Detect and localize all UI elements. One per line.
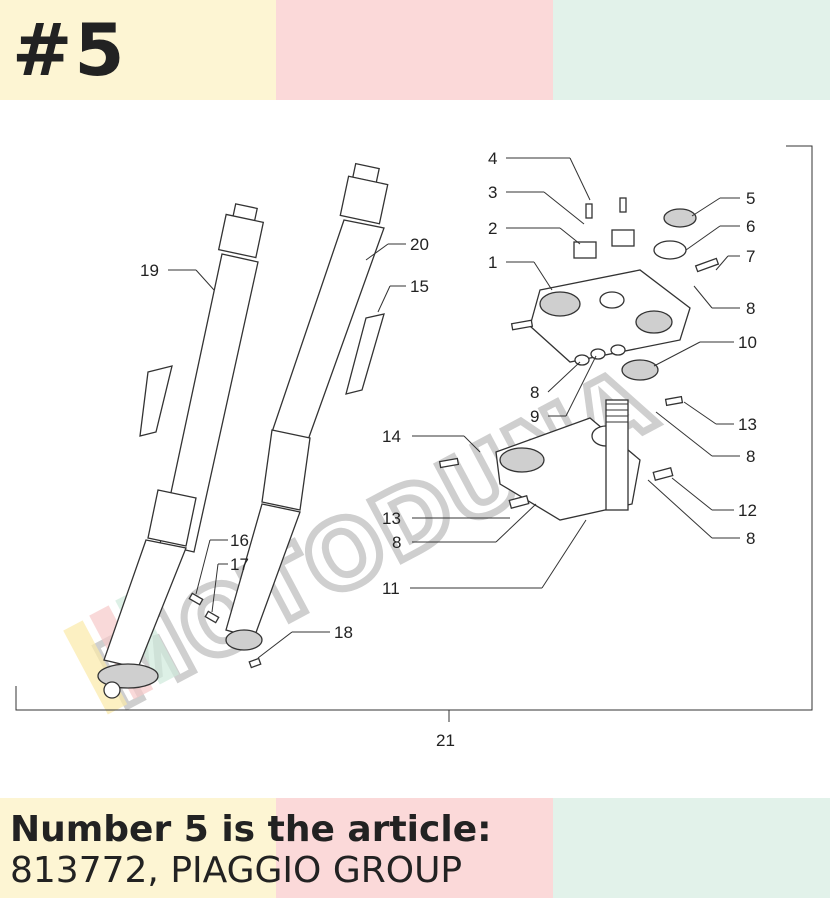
callout-label: 8 — [530, 383, 539, 402]
callout-label: 8 — [746, 299, 755, 318]
header-band: #5 — [0, 0, 830, 100]
callout-label: 19 — [140, 261, 159, 280]
caption-band-yellow — [0, 798, 276, 898]
callout-label: 3 — [488, 183, 497, 202]
callout-label: 5 — [746, 189, 755, 208]
callout-label: 13 — [382, 509, 401, 528]
leader-lines — [168, 157, 740, 659]
callout-label: 14 — [382, 427, 401, 446]
assembly-bracket — [15, 145, 813, 722]
caption-title: Number 5 is the article: — [10, 809, 492, 850]
fork-leg-left — [97, 203, 265, 699]
part-number-badge: #5 — [12, 8, 127, 92]
caption-band — [0, 798, 830, 898]
callout-label: 9 — [530, 407, 539, 426]
caption-band-pink — [276, 798, 553, 898]
callout-label: 15 — [410, 277, 429, 296]
sticker-right — [345, 313, 385, 395]
fork-leg-right — [225, 162, 389, 651]
callout-label: 18 — [334, 623, 353, 642]
header-band-yellow — [0, 0, 276, 100]
callout-label: 20 — [410, 235, 429, 254]
lower-triple-clamp — [438, 319, 684, 521]
callout-label: 4 — [488, 149, 497, 168]
sticker-left — [139, 365, 173, 437]
callout-label: 1 — [488, 253, 497, 272]
callout-label: 8 — [746, 529, 755, 548]
caption-band-mint — [553, 798, 830, 898]
callout-label: 8 — [392, 533, 401, 552]
header-band-mint — [553, 0, 830, 100]
bearing-ring — [621, 359, 659, 381]
callout-label: 12 — [738, 501, 757, 520]
callout-label: 6 — [746, 217, 755, 236]
small-fasteners — [188, 592, 262, 669]
callout-label: 17 — [230, 555, 249, 574]
exploded-parts-diagram: MOTODUNA — [15, 145, 813, 750]
upper-triple-clamp — [529, 197, 691, 363]
header-band-pink — [276, 0, 553, 100]
callout-label: 2 — [488, 219, 497, 238]
callout-label: 16 — [230, 531, 249, 550]
callout-label: 21 — [436, 731, 455, 750]
caption-article: 813772, PIAGGIO GROUP — [10, 850, 463, 891]
callout-label: 11 — [382, 579, 400, 598]
callout-label: 8 — [746, 447, 755, 466]
washers — [574, 344, 626, 366]
steering-nut — [653, 208, 720, 273]
callout-label: 10 — [738, 333, 757, 352]
callout-label: 7 — [746, 247, 755, 266]
callout-label: 13 — [738, 415, 757, 434]
callout-labels: 4 3 2 1 5 6 7 8 10 8 9 13 14 8 13 12 8 8… — [140, 149, 757, 750]
